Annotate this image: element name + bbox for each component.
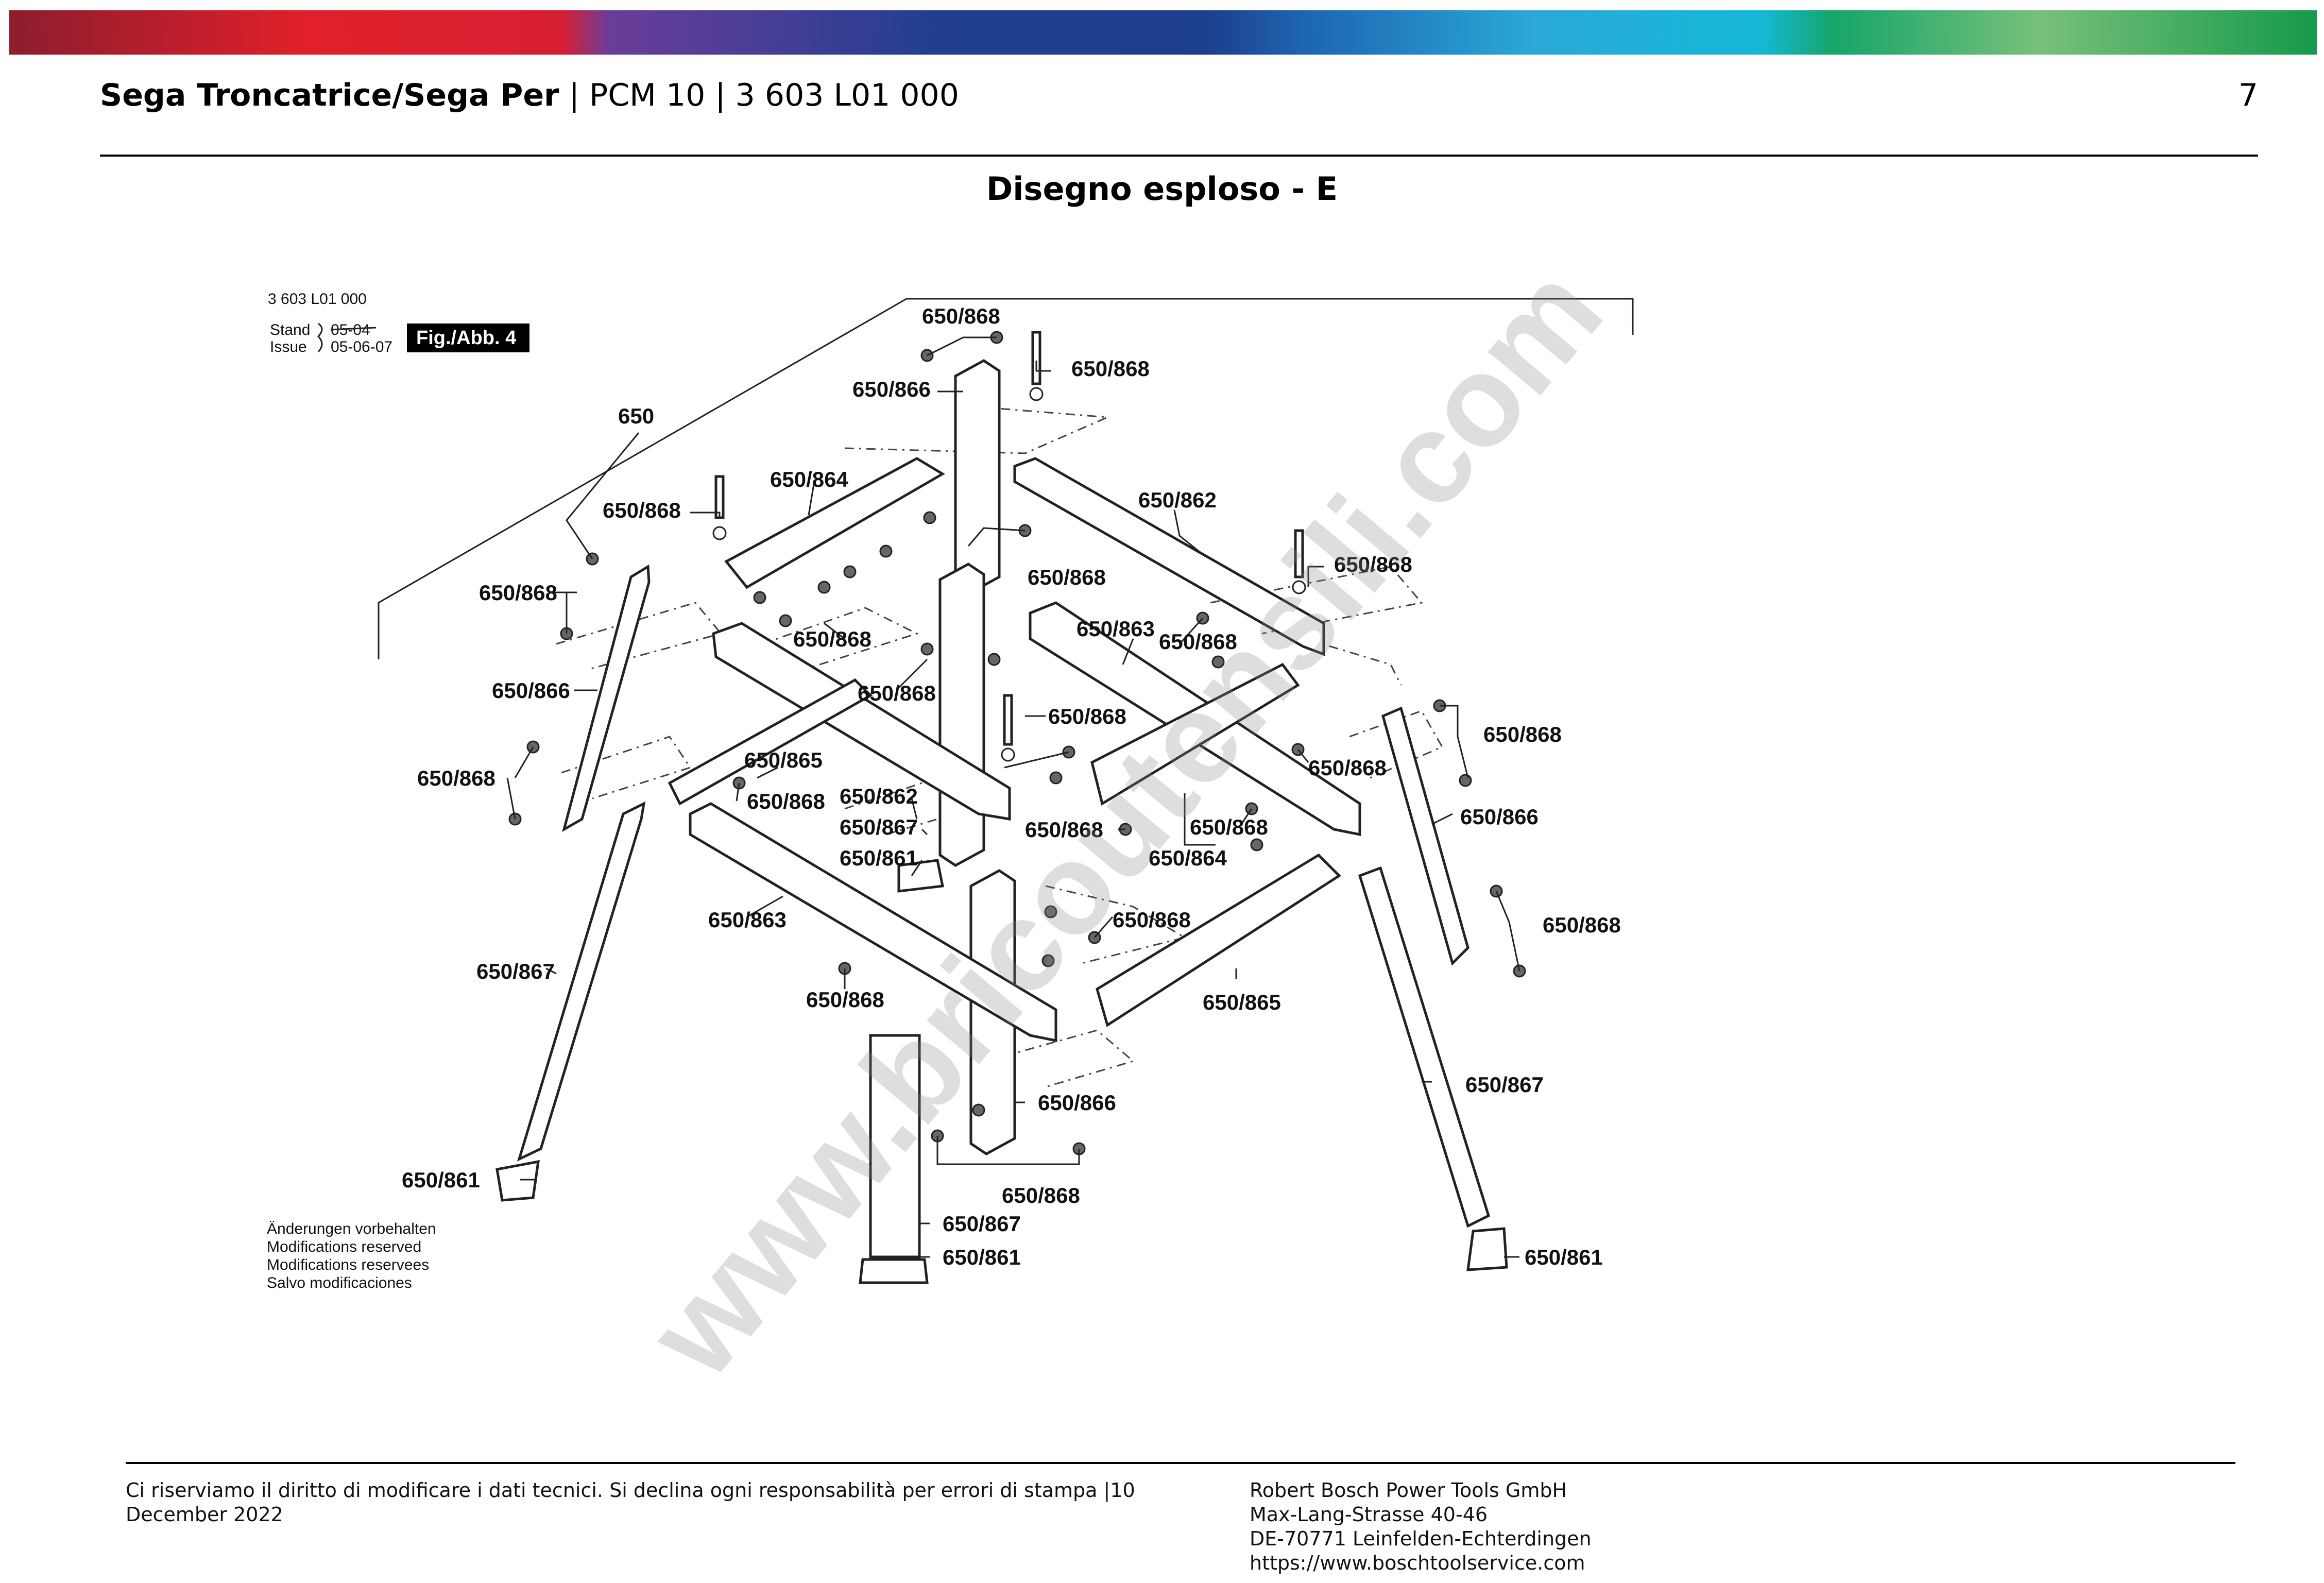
disclaimer-line: Modifications reservees	[267, 1256, 429, 1273]
part-label: 650/868	[1483, 722, 1562, 746]
strike-line	[330, 327, 377, 331]
part-label: 650/868	[479, 581, 557, 605]
part-label: 650/868	[1113, 908, 1191, 932]
footer-address: Robert Bosch Power Tools GmbH Max-Lang-S…	[1250, 1478, 1868, 1575]
company-street: Max-Lang-Strasse 40-46	[1250, 1503, 1488, 1526]
part-label: 650/868	[1071, 356, 1150, 381]
part-label: 650/868	[922, 304, 1000, 328]
disclaimer-line: Modifications reserved	[267, 1238, 421, 1255]
beam-864-mid	[1090, 662, 1300, 806]
foot-center	[897, 859, 944, 893]
part-label: 650/863	[708, 908, 787, 932]
stand-label: Stand	[270, 321, 310, 338]
company-city: DE-70771 Leinfelden-Echterdingen	[1250, 1527, 1592, 1550]
part-label: 650/868	[1002, 1183, 1080, 1207]
leg-left-upper	[562, 564, 651, 832]
part-label: 650/866	[492, 678, 570, 703]
model-name: PCM 10	[589, 77, 706, 113]
part-label: 650/866	[852, 377, 931, 401]
disclaimer-text: Änderungen vorbehalten Modifications res…	[267, 1220, 436, 1291]
stand-new-date: 05-06-07	[331, 338, 392, 355]
drawing-ref: 3 603 L01 000	[268, 291, 367, 308]
part-label: 650/861	[840, 846, 918, 870]
foot-front	[859, 1258, 929, 1284]
part-number: 3 603 L01 000	[735, 77, 959, 113]
part-label: 650/868	[806, 988, 884, 1012]
product-name: Sega Troncatrice/Sega Per	[100, 77, 559, 113]
part-label: 650/868	[1334, 552, 1412, 576]
part-label: 650/868	[1543, 913, 1621, 937]
beam-863-low	[689, 802, 1057, 1043]
issue-label: Issue	[270, 338, 307, 355]
part-label: 650/868	[1025, 818, 1103, 842]
fig-label: Fig./Abb. 4	[416, 327, 516, 349]
footer-divider	[126, 1462, 2235, 1464]
assembly-bracket	[378, 298, 1634, 659]
part-label: 650/868	[1028, 565, 1106, 589]
brace-icon	[317, 322, 323, 353]
nuts	[508, 331, 1526, 1155]
part-label: 650/868	[858, 681, 936, 705]
post-center	[938, 563, 985, 867]
part-label: 650/868	[1308, 756, 1387, 780]
part-label: 650/868	[1159, 629, 1237, 654]
document-header: Sega Troncatrice/Sega Per | PCM 10 | 3 6…	[100, 77, 2258, 129]
page-number: 7	[2238, 77, 2258, 113]
part-label: 650/866	[1460, 805, 1539, 829]
part-label: 650/867	[943, 1212, 1021, 1236]
beam-865-low	[1096, 853, 1341, 1027]
part-label: 650/868	[1190, 815, 1268, 839]
header-divider	[100, 155, 2258, 157]
fig-badge	[407, 324, 529, 352]
part-label: 650/861	[943, 1245, 1021, 1269]
header-separator: |	[569, 77, 579, 113]
part-label: 650/862	[1138, 488, 1217, 512]
part-label: 650/867	[840, 815, 918, 839]
beam-865-mid	[668, 678, 873, 806]
part-label: 650/867	[1465, 1073, 1544, 1097]
part-label: 650/864	[1149, 846, 1227, 870]
service-link[interactable]: https://www.boschtoolservice.com	[1250, 1552, 1585, 1574]
part-label: 650/867	[476, 959, 555, 983]
brand-color-bar	[9, 10, 2317, 55]
leg-right-lower	[1358, 866, 1491, 1228]
header-separator: |	[715, 77, 726, 113]
part-label: 650/868	[417, 766, 495, 790]
beam-862-top	[1013, 457, 1325, 656]
disclaimer-line: Änderungen vorbehalten	[267, 1220, 436, 1237]
foot-left	[495, 1160, 540, 1202]
bolts	[712, 331, 1306, 762]
disclaimer-line: Salvo modificaciones	[267, 1274, 412, 1291]
beam-862-mid	[712, 622, 1011, 821]
post-rear-upper	[954, 359, 1001, 594]
part-label: 650/868	[603, 498, 681, 522]
part-label: 650/868	[793, 627, 872, 651]
part-label: 650/861	[1525, 1245, 1603, 1269]
part-labels: 650 650/868 650/868 650/866 650/864 650/…	[402, 304, 1621, 1269]
part-label: 650/865	[1203, 990, 1281, 1014]
part-label: 650/868	[747, 789, 825, 813]
beam-864-top	[724, 457, 945, 589]
part-label: 650	[618, 404, 654, 428]
part-label: 650/865	[744, 748, 823, 772]
company-name: Robert Bosch Power Tools GmbH	[1250, 1479, 1567, 1502]
part-label: 650/868	[1048, 704, 1126, 728]
leg-left-lower	[517, 801, 646, 1162]
part-label: 650/864	[770, 467, 848, 491]
part-label: 650/863	[1076, 617, 1155, 641]
part-label: 650/861	[402, 1168, 480, 1192]
leader-lines	[506, 336, 1520, 1258]
footer-notice: Ci riserviamo il diritto di modificare i…	[126, 1479, 1135, 1526]
part-label: 650/862	[840, 784, 918, 808]
part-label: 650/866	[1038, 1091, 1116, 1115]
leg-right-upper	[1381, 706, 1469, 966]
foot-right	[1466, 1227, 1508, 1271]
section-title: Disegno esploso - E	[986, 170, 1338, 208]
